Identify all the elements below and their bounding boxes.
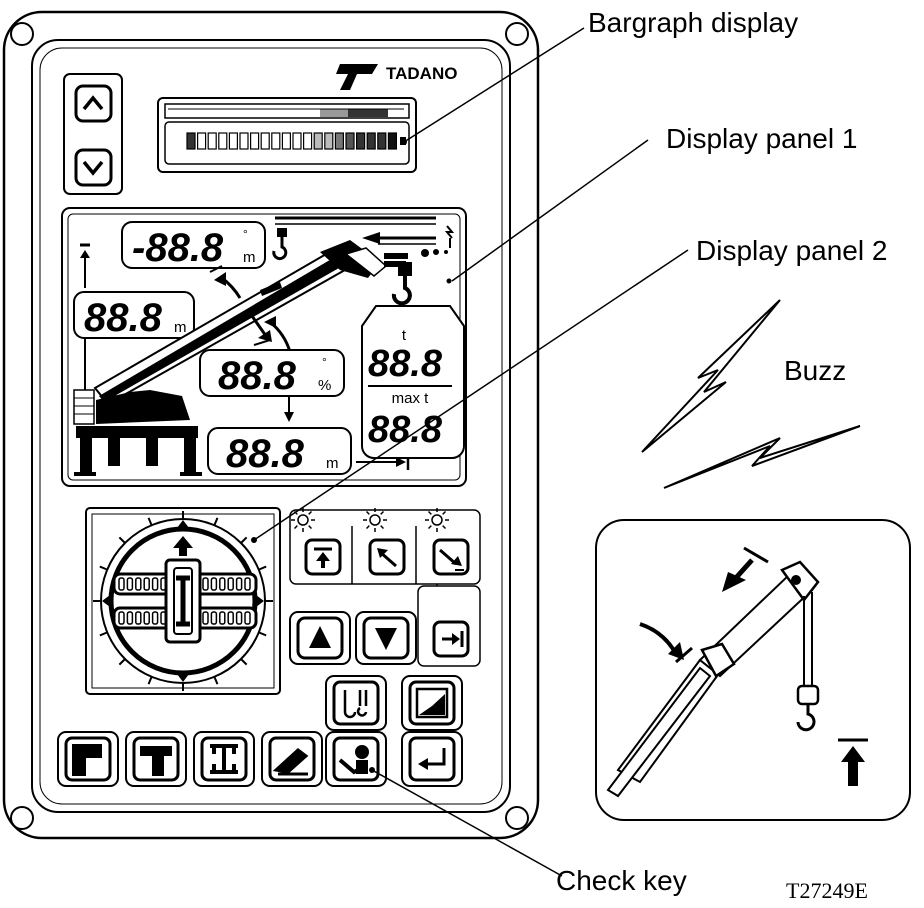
return-button[interactable] [401, 731, 463, 787]
check-key-button[interactable] [325, 731, 387, 787]
bargraph-cell [207, 132, 217, 150]
bargraph-cell [260, 132, 270, 150]
bargraph-cell [228, 132, 238, 150]
hook-rope-icon [343, 690, 368, 719]
bargraph-cell [292, 132, 302, 150]
load-ratio-unit-top: ° [322, 355, 327, 369]
crane-carrier-graphic [73, 389, 202, 476]
crane-boom-graphic [93, 240, 408, 406]
swing-scale-ticks [93, 511, 273, 691]
radius-limit-icon [442, 631, 464, 647]
height-unit: m [174, 319, 187, 336]
angle-value: -88.8 [132, 226, 224, 270]
angle-down-limit-icon [439, 548, 464, 571]
angle-down-limit-button[interactable] [432, 538, 470, 576]
outrigger-full-button[interactable] [57, 731, 119, 787]
height-readout-box [73, 291, 195, 339]
bargraph-cell [250, 132, 260, 150]
screw-bottom-left [10, 806, 34, 830]
bargraph-cell [356, 132, 366, 150]
display-panel-1: -88.8 ° m 88.8 m [61, 207, 467, 487]
bargraph-cell [366, 132, 376, 150]
chevron-down-icon [82, 160, 104, 176]
bargraph-display [157, 97, 417, 173]
bargraph-cell [281, 132, 291, 150]
screw-top-right [505, 22, 529, 46]
radius-unit: m [326, 455, 339, 472]
load-ratio-value: 88.8 [218, 354, 297, 398]
on-tire-icon [272, 748, 309, 776]
bargraph-cell [377, 132, 387, 150]
load-chart-icon [415, 687, 449, 719]
angle-unit: m [243, 249, 256, 266]
load-ratio-unit: % [318, 377, 331, 394]
bargraph-cell [387, 132, 397, 150]
bargraph-cell [186, 132, 196, 150]
radius-value: 88.8 [226, 432, 305, 476]
figure-code: T27249E [786, 878, 868, 903]
small-hook-icon [272, 228, 288, 261]
bargraph-cell [271, 132, 281, 150]
bargraph-cell [313, 132, 323, 150]
hook-select-button[interactable] [325, 675, 387, 731]
screw-top-left [10, 22, 34, 46]
outrigger-graphic [112, 558, 258, 644]
actual-load-unit: t [402, 327, 407, 344]
bargraph-cell [334, 132, 344, 150]
up-button[interactable] [74, 84, 113, 123]
load-weight-panel: t 88.8 max t 88.8 [361, 305, 465, 459]
outrigger-min-button[interactable] [193, 731, 255, 787]
boom-inset-illustration [595, 519, 911, 821]
triangle-up-icon [309, 626, 331, 648]
screw-bottom-right [505, 806, 529, 830]
angle-unit-top: ° [243, 227, 248, 241]
label-display-panel-1: Display panel 1 [666, 123, 857, 154]
scroll-key-group [63, 73, 123, 195]
bargraph-cell [324, 132, 334, 150]
bargraph-cell [197, 132, 207, 150]
tadano-logo: TADANO [336, 64, 457, 90]
triangle-down-icon [375, 628, 397, 650]
enter-icon [418, 748, 446, 770]
load-ratio-readout-box [199, 349, 345, 397]
display-select-button[interactable] [401, 675, 463, 731]
height-limit-icon [314, 547, 332, 568]
buzz-lightning-icon [641, 299, 861, 489]
leader-lines [253, 27, 689, 877]
bargraph-cell [345, 132, 355, 150]
outrigger-middle-button[interactable] [125, 731, 187, 787]
outrigger-full-icon [72, 744, 102, 776]
bargraph-cell [303, 132, 313, 150]
angle-readout-box [121, 221, 266, 269]
down-button[interactable] [74, 148, 113, 187]
check-key-icon [338, 745, 369, 775]
max-load-label: max t [392, 390, 430, 407]
bargraph-cell [239, 132, 249, 150]
chevron-up-icon [82, 95, 104, 111]
height-limit-button[interactable] [304, 538, 342, 576]
angle-up-limit-button[interactable] [368, 538, 406, 576]
bargraph-cells [186, 132, 406, 150]
decrease-button[interactable] [355, 611, 417, 665]
increase-button[interactable] [289, 611, 351, 665]
on-tire-button[interactable] [261, 731, 323, 787]
brand-text: TADANO [386, 64, 457, 83]
height-value: 88.8 [84, 296, 163, 340]
actual-load-value: 88.8 [368, 343, 443, 385]
outrigger-min-icon [210, 744, 238, 774]
radius-readout-box [207, 427, 352, 475]
angle-up-limit-icon [377, 548, 397, 568]
label-check-key: Check key [556, 865, 687, 896]
radius-limit-button[interactable] [432, 620, 470, 658]
label-display-panel-2: Display panel 2 [696, 235, 887, 266]
display-panel-2 [85, 507, 281, 695]
label-buzz: Buzz [784, 355, 846, 386]
limit-key-group [289, 508, 481, 667]
bargraph-cell [218, 132, 228, 150]
label-bargraph-display: Bargraph display [588, 7, 798, 38]
max-load-value: 88.8 [368, 409, 443, 451]
outrigger-middle-icon [140, 746, 172, 776]
